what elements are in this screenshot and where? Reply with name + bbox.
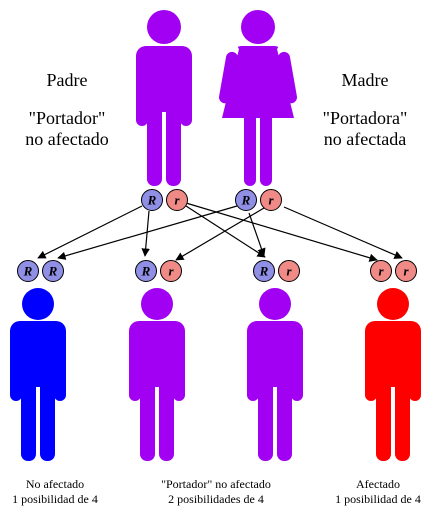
dominant-allele-circle: [253, 260, 275, 282]
dominant-allele-circle: [141, 189, 163, 211]
arrow-father-r-to-child4: [185, 202, 378, 262]
allele-letter: R: [259, 264, 269, 279]
male-person-icon: [365, 288, 421, 461]
allele-letter: R: [48, 264, 58, 279]
allele-circle: R: [141, 189, 163, 211]
child2-alleles: R r: [135, 260, 182, 282]
child3-figure: [247, 288, 303, 461]
allele-letter: R: [147, 193, 157, 208]
male-person-icon: [129, 288, 185, 461]
allele-circle: r: [160, 260, 182, 282]
allele-circle: r: [278, 260, 300, 282]
mother-alleles: R r: [235, 189, 282, 211]
child2-caption-line2: 2 posibilidades de 4: [168, 492, 264, 506]
recessive-allele-circle: [166, 189, 188, 211]
child2-3-caption: "Portador" no afectado 2 posibilidades d…: [161, 477, 271, 506]
child3-alleles: R r: [253, 260, 300, 282]
allele-letter: R: [23, 264, 33, 279]
female-person-icon: [219, 10, 297, 186]
father-status-line1: "Portador": [29, 108, 106, 128]
child2-caption-line1: "Portador" no afectado: [161, 477, 271, 491]
dominant-allele-circle: [17, 260, 39, 282]
allele-letter: R: [241, 193, 251, 208]
child2-figure: [129, 288, 185, 461]
recessive-allele-circle: [395, 260, 417, 282]
mother-status-line2: no afectada: [324, 129, 406, 149]
allele-circle: r: [370, 260, 392, 282]
allele-circle: R: [17, 260, 39, 282]
recessive-allele-circle: [370, 260, 392, 282]
child4-figure: [365, 288, 421, 461]
mother-status-line1: "Portadora": [323, 108, 408, 128]
male-person-icon: [247, 288, 303, 461]
recessive-allele-circle: [260, 189, 282, 211]
male-person-icon: [136, 10, 192, 186]
child1-caption-line2: 1 posibilidad de 4: [12, 492, 98, 506]
dominant-allele-circle: [42, 260, 64, 282]
allele-letter: r: [286, 264, 292, 279]
allele-circle: r: [260, 189, 282, 211]
male-person-icon: [10, 288, 66, 461]
allele-letter: R: [141, 264, 151, 279]
dominant-allele-circle: [235, 189, 257, 211]
allele-circle: R: [42, 260, 64, 282]
father-label: Padre "Portador" no afectado: [25, 70, 108, 149]
arrow-mother-R-to-child1: [57, 205, 238, 260]
allele-letter: r: [174, 193, 180, 208]
child1-alleles: R R: [17, 260, 64, 282]
inheritance-arrows: [37, 202, 403, 262]
allele-circle: R: [135, 260, 157, 282]
child1-caption-line1: No afectado: [26, 477, 84, 491]
allele-letter: r: [168, 264, 174, 279]
arrow-father-r-to-child3: [185, 205, 266, 258]
allele-circle: R: [235, 189, 257, 211]
arrow-mother-r-to-child2: [175, 207, 265, 261]
arrow-mother-R-to-child3: [248, 212, 266, 257]
child1-caption: No afectado 1 posibilidad de 4: [12, 477, 98, 506]
mother-label: Madre "Portadora" no afectada: [323, 70, 408, 149]
mother-role: Madre: [342, 70, 389, 90]
dominant-allele-circle: [135, 260, 157, 282]
child4-caption: Afectado 1 posibilidad de 4: [335, 477, 421, 506]
allele-circle: r: [166, 189, 188, 211]
allele-letter: r: [403, 264, 409, 279]
arrow-mother-r-to-child4: [283, 206, 403, 259]
child4-caption-line2: 1 posibilidad de 4: [335, 492, 421, 506]
father-status-line2: no afectado: [25, 129, 108, 149]
arrow-father-R-to-child1: [37, 205, 143, 259]
father-role: Padre: [47, 70, 88, 90]
child4-alleles: r r: [370, 260, 417, 282]
father-alleles: R r: [141, 189, 188, 211]
child1-figure: [10, 288, 66, 461]
recessive-allele-circle: [278, 260, 300, 282]
allele-letter: r: [268, 193, 274, 208]
mother-figure: [219, 10, 297, 186]
father-figure: [136, 10, 192, 186]
allele-circle: r: [395, 260, 417, 282]
recessive-allele-circle: [160, 260, 182, 282]
allele-circle: R: [253, 260, 275, 282]
child4-caption-line1: Afectado: [356, 477, 400, 491]
allele-letter: r: [378, 264, 384, 279]
arrow-father-R-to-child2: [141, 210, 150, 257]
